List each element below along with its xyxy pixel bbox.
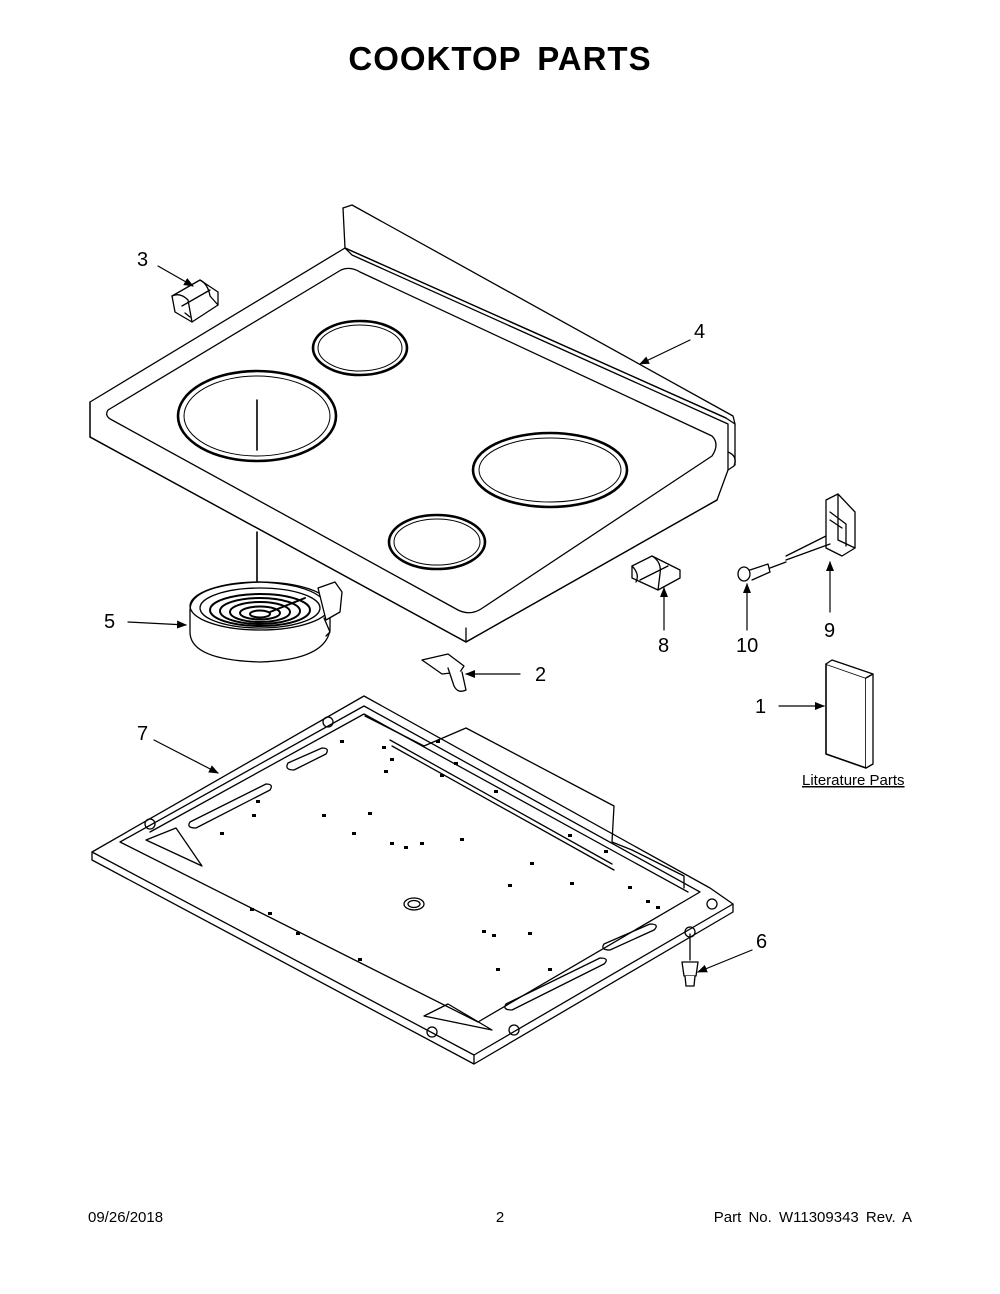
footer-part-number: Part No. W11309343 Rev. A <box>713 1209 912 1226</box>
callout-3: 3 <box>137 249 148 271</box>
callout-1: 1 <box>755 696 766 718</box>
clip-part-2 <box>421 653 467 692</box>
callout-5: 5 <box>104 611 115 633</box>
harness-part-9 <box>785 493 856 561</box>
clip-part-8 <box>631 555 681 591</box>
callout-6: 6 <box>756 931 767 953</box>
burner-box <box>91 695 734 1065</box>
callout-8: 8 <box>658 635 669 657</box>
footer-date: 09/26/2018 <box>88 1209 164 1226</box>
callout-10: 10 <box>736 635 758 657</box>
literature-booklet <box>825 659 874 769</box>
callout-9: 9 <box>824 620 835 642</box>
cooktop-top <box>89 204 736 643</box>
callout-4: 4 <box>694 321 705 343</box>
callout-7: 7 <box>137 723 148 745</box>
callout-2: 2 <box>535 664 546 686</box>
footer-page-number: 2 <box>495 1209 505 1226</box>
literature-parts-label: Literature Parts <box>802 772 905 789</box>
surface-element <box>189 581 343 663</box>
bracket-part-3 <box>171 279 219 323</box>
callout-leaders <box>127 265 834 973</box>
callout-labels: 3 4 5 2 8 10 9 1 7 6 Literature Parts <box>104 249 905 953</box>
page-title: COOKTOP PARTS <box>348 40 652 77</box>
terminal-part-10 <box>737 561 787 582</box>
screw-part-6 <box>681 933 699 987</box>
